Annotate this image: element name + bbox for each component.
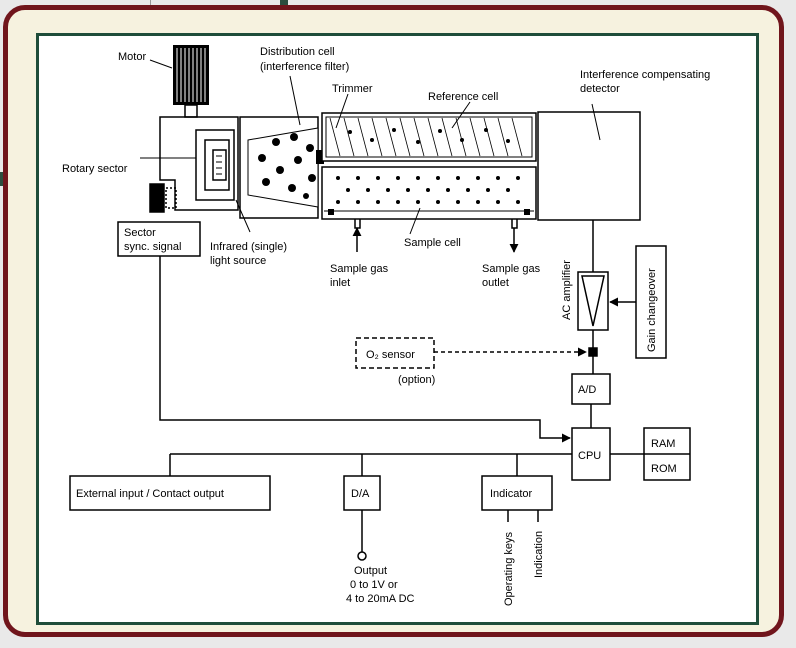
detector-label: Interference compensating	[580, 69, 710, 81]
da-label: D/A	[351, 488, 370, 500]
option-label: (option)	[398, 374, 435, 386]
rotary-sector	[149, 116, 239, 213]
o2-sensor-box	[355, 337, 435, 369]
motor	[173, 45, 209, 118]
output-range-2: 4 to 20mA DC	[346, 593, 415, 605]
distribution-cell	[239, 116, 324, 219]
sample-gas-inlet-label: Sample gas	[330, 263, 389, 275]
indicator-box	[481, 475, 553, 511]
sample-gas-inlet-sublabel: inlet	[330, 277, 350, 289]
reference-cell-label: Reference cell	[428, 91, 498, 103]
cpu-box	[571, 427, 611, 481]
sample-gas-pipes	[352, 219, 519, 253]
gain-changeover-box	[635, 245, 667, 359]
output-label: Output	[354, 565, 387, 577]
ac-amplifier	[577, 271, 609, 331]
cpu-label: CPU	[578, 450, 601, 462]
distribution-cell-sublabel: (interference filter)	[260, 61, 349, 73]
distribution-cell-label: Distribution cell	[260, 46, 335, 58]
detector-leader	[591, 103, 601, 141]
motor-label: Motor	[118, 51, 146, 63]
ac-amplifier-label: AC amplifier	[561, 260, 573, 320]
reference-cell	[321, 112, 537, 162]
gain-changeover-label: Gain changeover	[646, 268, 658, 352]
rotary-sector-label: Rotary sector	[62, 163, 128, 175]
sample-cell-label: Sample cell	[404, 237, 461, 249]
infrared-sublabel: light source	[210, 255, 266, 267]
rom-label: ROM	[651, 463, 677, 475]
detector-sublabel: detector	[580, 83, 620, 95]
output-range-1: 0 to 1V or	[350, 579, 398, 591]
ram-label: RAM	[651, 438, 675, 450]
sector-sync-sublabel: sync. signal	[124, 241, 181, 253]
label-leaders	[140, 59, 471, 235]
interference-detector	[537, 111, 641, 221]
external-io-box	[69, 475, 271, 511]
trimmer-label: Trimmer	[332, 83, 373, 95]
ad-label: A/D	[578, 384, 596, 396]
ad-converter-box	[571, 373, 611, 405]
connections	[159, 220, 644, 561]
indication-label: Indication	[533, 531, 545, 578]
external-io-label: External input / Contact output	[76, 488, 224, 500]
infrared-label: Infrared (single)	[210, 241, 287, 253]
indicator-label: Indicator	[490, 488, 533, 500]
sector-sync-label: Sector	[124, 227, 156, 239]
sample-gas-outlet-label: Sample gas	[482, 263, 541, 275]
sample-cell	[321, 166, 537, 220]
operating-keys-label: Operating keys	[503, 532, 515, 606]
sample-gas-outlet-sublabel: outlet	[482, 277, 509, 289]
o2-sensor-label: O₂ sensor	[366, 349, 415, 361]
sector-sync-box	[117, 221, 201, 257]
